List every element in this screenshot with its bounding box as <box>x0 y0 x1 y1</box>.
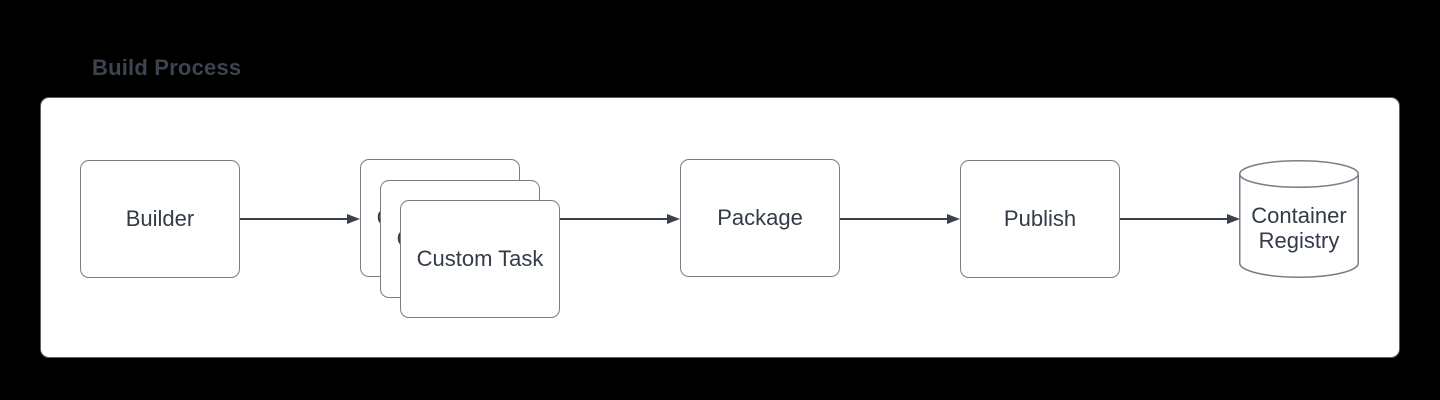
node-custom-task-front[interactable]: Custom Task <box>400 200 560 318</box>
arrowhead-icon <box>347 213 360 224</box>
node-builder[interactable]: Builder <box>80 160 240 278</box>
node-package[interactable]: Package <box>680 159 840 277</box>
connector-publish-to-container-registry <box>1120 213 1240 225</box>
connector-builder-to-custom-task <box>240 213 360 225</box>
arrowhead-icon <box>667 213 680 224</box>
node-container-registry-label: Container Registry <box>1251 202 1347 253</box>
node-package-label: Package <box>717 205 803 230</box>
cylinder-shape-icon <box>1239 160 1359 278</box>
node-container-registry[interactable]: Container Registry <box>1239 160 1359 278</box>
arrowhead-icon <box>1227 213 1240 224</box>
connector-line <box>840 218 949 220</box>
node-publish-label: Publish <box>1003 206 1077 231</box>
connector-line <box>560 218 669 220</box>
node-publish[interactable]: Publish <box>960 160 1120 278</box>
node-custom-task-label: Custom Task <box>416 246 544 271</box>
connector-line <box>240 218 349 220</box>
connector-line <box>1120 218 1229 220</box>
diagram-title: Build Process <box>92 55 242 80</box>
connector-package-to-publish <box>840 213 960 225</box>
connector-custom-task-to-package <box>560 213 680 225</box>
arrowhead-icon <box>947 213 960 224</box>
node-builder-label: Builder <box>125 206 195 231</box>
